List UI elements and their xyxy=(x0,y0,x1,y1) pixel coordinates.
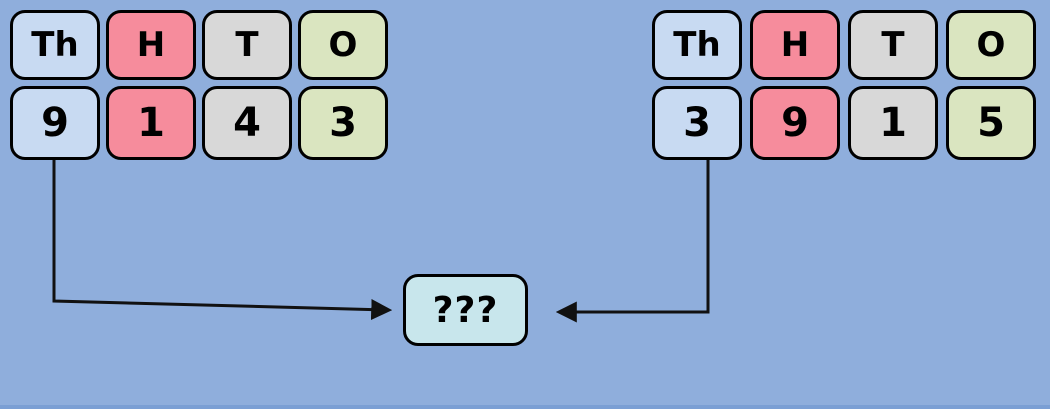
left-digit-hundreds: 1 xyxy=(106,86,196,160)
left-number-table: Th H T O 9 1 4 3 xyxy=(10,10,388,160)
right-number-table: Th H T O 3 9 1 5 xyxy=(652,10,1036,160)
left-digit-thousands: 9 xyxy=(10,86,100,160)
right-digit-hundreds: 9 xyxy=(750,86,840,160)
left-digit-ones: 3 xyxy=(298,86,388,160)
left-header-th: Th xyxy=(10,10,100,80)
left-header-o: O xyxy=(298,10,388,80)
right-digit-thousands: 3 xyxy=(652,86,742,160)
result-box: ??? xyxy=(403,274,528,346)
right-header-h: H xyxy=(750,10,840,80)
right-header-o: O xyxy=(946,10,1036,80)
bottom-edge-strip xyxy=(0,405,1050,409)
right-digit-ones: 5 xyxy=(946,86,1036,160)
right-header-th: Th xyxy=(652,10,742,80)
right-header-t: T xyxy=(848,10,938,80)
arrow-from-left-thousands xyxy=(52,160,393,321)
left-header-h: H xyxy=(106,10,196,80)
left-header-t: T xyxy=(202,10,292,80)
arrow-from-right-thousands xyxy=(555,160,710,323)
left-digit-tens: 4 xyxy=(202,86,292,160)
right-digit-tens: 1 xyxy=(848,86,938,160)
